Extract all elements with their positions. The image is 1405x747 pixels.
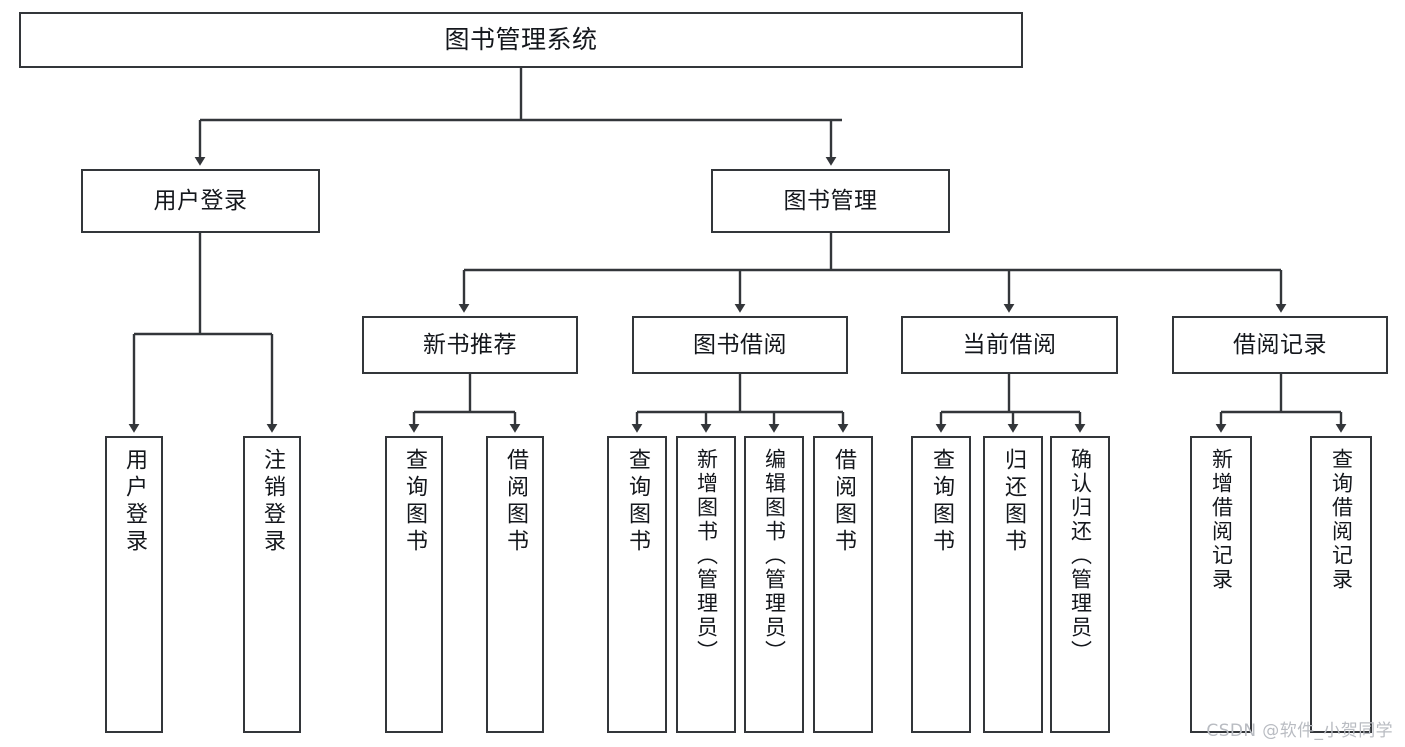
leaf-add-borrow-record[interactable]: 新增借阅记录 xyxy=(1190,436,1252,733)
leaf-lend-book-bb[interactable]: 借阅图书 xyxy=(813,436,873,733)
node-book-borrow[interactable]: 图书借阅 xyxy=(632,316,848,374)
leaf-add-book-admin-label: 新增图书（管理员） xyxy=(694,448,719,664)
leaf-query-book-cb[interactable]: 查询图书 xyxy=(911,436,971,733)
leaf-query-book-cb-label: 查询图书 xyxy=(929,448,954,556)
node-book-management-label: 图书管理 xyxy=(783,187,878,214)
leaf-add-borrow-record-label: 新增借阅记录 xyxy=(1209,448,1234,592)
node-borrow-records[interactable]: 借阅记录 xyxy=(1172,316,1388,374)
leaf-user-login-label: 用户登录 xyxy=(122,448,147,556)
leaf-query-borrow-record-label: 查询借阅记录 xyxy=(1329,448,1354,592)
leaf-edit-book-admin[interactable]: 编辑图书（管理员） xyxy=(744,436,804,733)
node-book-management[interactable]: 图书管理 xyxy=(711,169,950,233)
node-new-book-recommend-label: 新书推荐 xyxy=(423,331,517,358)
node-user-login-label: 用户登录 xyxy=(153,187,248,214)
node-current-borrow-label: 当前借阅 xyxy=(962,331,1057,358)
leaf-logout-label: 注销登录 xyxy=(260,448,285,556)
leaf-query-book-nb[interactable]: 查询图书 xyxy=(385,436,443,733)
leaf-query-book-nb-label: 查询图书 xyxy=(402,448,427,556)
node-current-borrow[interactable]: 当前借阅 xyxy=(901,316,1118,374)
leaf-return-book-label: 归还图书 xyxy=(1001,448,1026,556)
leaf-confirm-return-admin[interactable]: 确认归还（管理员） xyxy=(1050,436,1110,733)
leaf-query-book-bb[interactable]: 查询图书 xyxy=(607,436,667,733)
leaf-query-borrow-record[interactable]: 查询借阅记录 xyxy=(1310,436,1372,733)
leaf-add-book-admin[interactable]: 新增图书（管理员） xyxy=(676,436,736,733)
leaf-confirm-return-admin-label: 确认归还（管理员） xyxy=(1068,448,1093,664)
leaf-user-login[interactable]: 用户登录 xyxy=(105,436,163,733)
leaf-return-book[interactable]: 归还图书 xyxy=(983,436,1043,733)
csdn-watermark: CSDN @软件_小贺同学 xyxy=(1206,721,1393,741)
node-user-login[interactable]: 用户登录 xyxy=(81,169,320,233)
node-root[interactable]: 图书管理系统 xyxy=(19,12,1023,68)
node-new-book-recommend[interactable]: 新书推荐 xyxy=(362,316,578,374)
leaf-edit-book-admin-label: 编辑图书（管理员） xyxy=(762,448,787,664)
node-borrow-records-label: 借阅记录 xyxy=(1233,331,1327,358)
leaf-borrow-book-nb-label: 借阅图书 xyxy=(503,448,528,556)
node-root-label: 图书管理系统 xyxy=(444,24,598,54)
node-book-borrow-label: 图书借阅 xyxy=(693,331,787,358)
leaf-borrow-book-nb[interactable]: 借阅图书 xyxy=(486,436,544,733)
leaf-logout[interactable]: 注销登录 xyxy=(243,436,301,733)
leaf-lend-book-bb-label: 借阅图书 xyxy=(831,448,856,556)
leaf-query-book-bb-label: 查询图书 xyxy=(625,448,650,556)
